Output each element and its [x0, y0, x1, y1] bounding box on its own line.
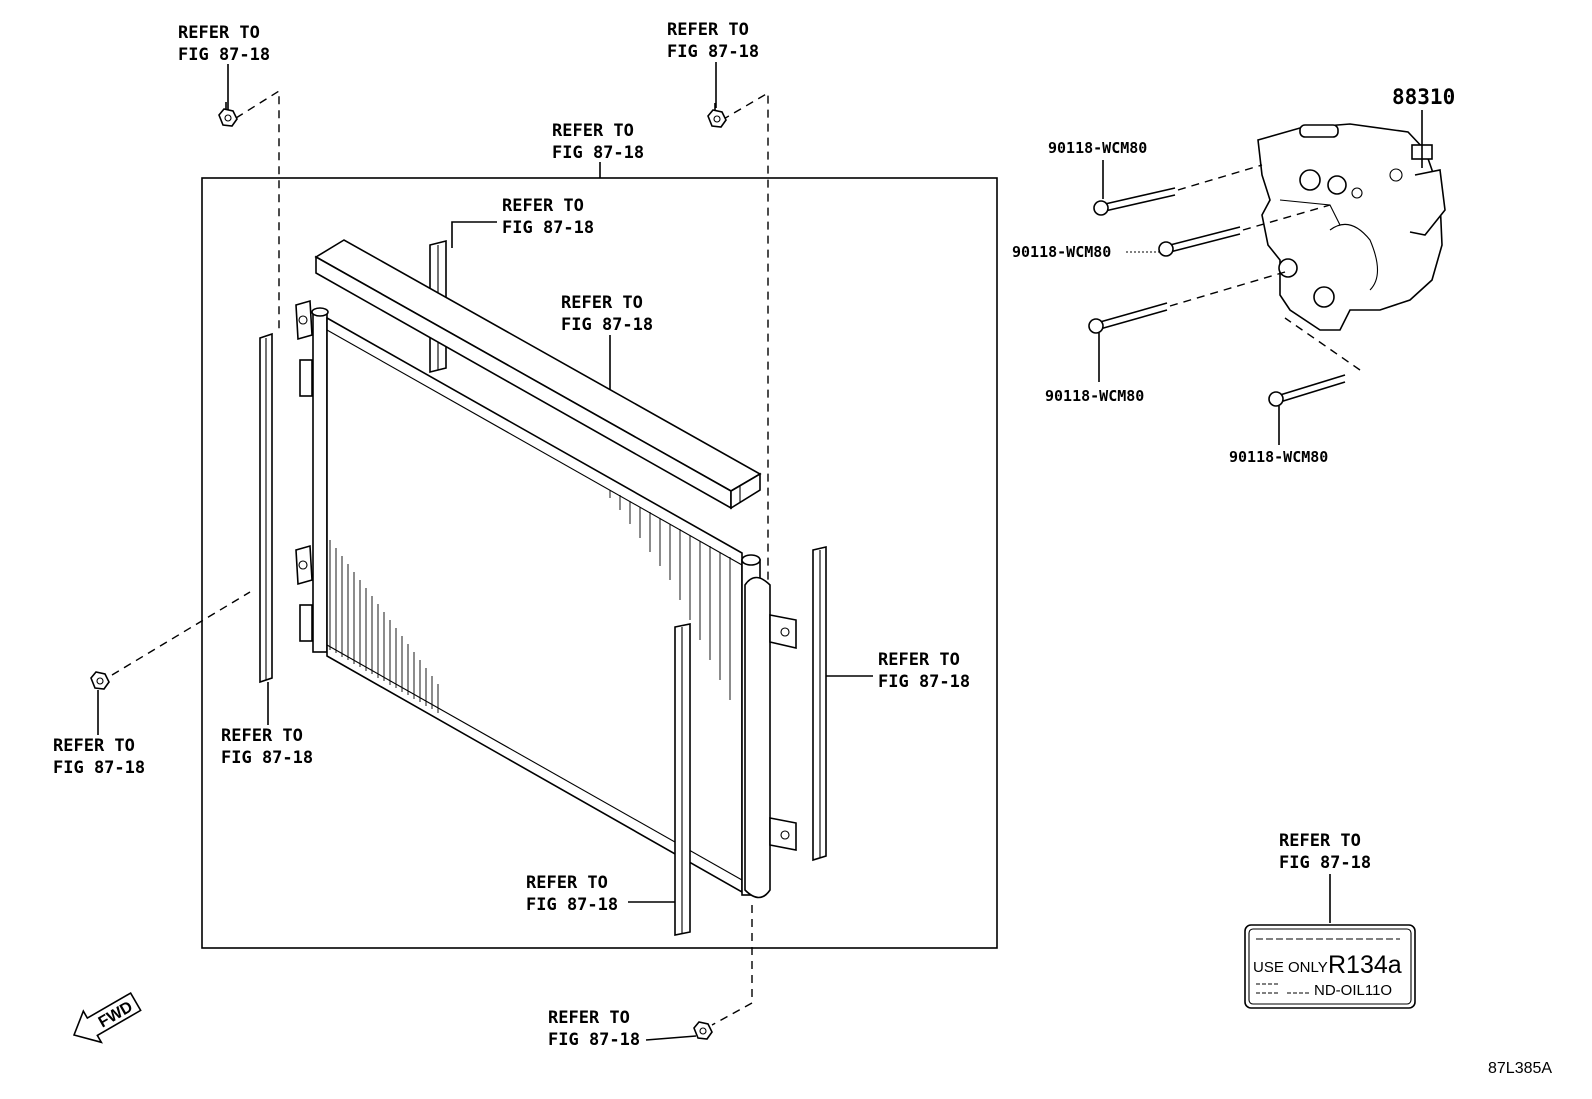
refrigerant-label-part[interactable]: USE ONLY R134a ND-OIL11O — [1244, 924, 1416, 1009]
callout-text-line1: REFER TO — [502, 196, 584, 216]
callout-text-line2: FIG 87-18 — [526, 895, 618, 915]
callout-upper-seal[interactable]: REFER TO FIG 87-18 — [451, 196, 594, 248]
callout-text-line2: FIG 87-18 — [53, 758, 145, 778]
callout-refrigerant-label[interactable]: REFER TO FIG 87-18 — [1279, 831, 1371, 923]
top-seal-bar-part[interactable] — [314, 239, 762, 510]
callout-text-line2: FIG 87-18 — [178, 45, 270, 65]
callout-text-line1: REFER TO — [178, 23, 260, 43]
bolt-2-part-number: 90118-WCM80 — [1012, 243, 1111, 261]
callout-text-line1: REFER TO — [878, 650, 960, 670]
fin-hatching — [329, 490, 731, 713]
callout-text-line1: REFER TO — [221, 726, 303, 746]
bolt-3-part-number: 90118-WCM80 — [1045, 387, 1144, 405]
callout-bolt-3[interactable]: 90118-WCM80 — [1045, 333, 1144, 405]
condenser-core-part[interactable] — [295, 299, 797, 899]
label-refrigerant: R134a — [1328, 951, 1402, 979]
bolt-compressor-4-icon[interactable] — [1268, 317, 1361, 407]
left-seal-part[interactable] — [259, 332, 273, 684]
callout-text-line1: REFER TO — [667, 20, 749, 40]
bolt-compressor-3-icon[interactable] — [1088, 271, 1286, 334]
callout-lower-center-seal[interactable]: REFER TO FIG 87-18 — [526, 873, 675, 915]
right-seal-part[interactable] — [812, 545, 827, 862]
callout-text-line1: REFER TO — [53, 736, 135, 756]
label-oil: ND-OIL11O — [1314, 982, 1392, 999]
bolt-4-part-number: 90118-WCM80 — [1229, 448, 1328, 466]
callout-text-line1: REFER TO — [1279, 831, 1361, 851]
lower-center-seal-part[interactable] — [674, 623, 691, 936]
illustration-id: 87L385A — [1488, 1060, 1552, 1077]
callout-text-line2: FIG 87-18 — [561, 315, 653, 335]
callout-bolt-2[interactable]: 90118-WCM80 — [1012, 243, 1159, 261]
callout-top-middle-bolt[interactable]: REFER TO FIG 87-18 — [667, 20, 759, 108]
bolt-bottom-icon[interactable] — [693, 1021, 713, 1040]
callout-bolt-1[interactable]: 90118-WCM80 — [1048, 139, 1147, 199]
condenser-assembly-frame — [201, 177, 998, 949]
callout-top-left-bolt[interactable]: REFER TO FIG 87-18 — [178, 23, 270, 110]
callout-text-line2: FIG 87-18 — [1279, 853, 1371, 873]
callout-text-line1: REFER TO — [561, 293, 643, 313]
compressor-part-number: 88310 — [1392, 85, 1455, 109]
callout-bolt-4[interactable]: 90118-WCM80 — [1229, 406, 1328, 466]
label-use-only: USE ONLY — [1253, 959, 1328, 976]
callout-condenser-assembly[interactable]: REFER TO FIG 87-18 — [552, 121, 644, 178]
callout-text-line2: FIG 87-18 — [878, 672, 970, 692]
fwd-arrow-icon: FWD — [72, 991, 142, 1044]
callout-top-seal-bar[interactable]: REFER TO FIG 87-18 — [561, 293, 653, 392]
callout-compressor[interactable]: 88310 — [1392, 85, 1455, 168]
bolt-lower-left-icon[interactable] — [90, 671, 110, 690]
callout-lower-left-bolt[interactable]: REFER TO FIG 87-18 — [53, 690, 145, 778]
bolt-top-middle-icon[interactable] — [707, 103, 727, 128]
callout-text-line2: FIG 87-18 — [667, 42, 759, 62]
bolt-top-left-icon[interactable] — [218, 102, 238, 127]
callout-text-line2: FIG 87-18 — [502, 218, 594, 238]
callout-right-seal[interactable]: REFER TO FIG 87-18 — [826, 650, 970, 692]
callout-text-line1: REFER TO — [548, 1008, 630, 1028]
callout-text-line2: FIG 87-18 — [552, 143, 644, 163]
callout-text-line2: FIG 87-18 — [548, 1030, 640, 1050]
callout-text-line1: REFER TO — [552, 121, 634, 141]
bolt-1-part-number: 90118-WCM80 — [1048, 139, 1147, 157]
callout-text-line1: REFER TO — [526, 873, 608, 893]
bolt-compressor-2-icon[interactable] — [1158, 204, 1331, 257]
callout-bottom-bolt[interactable]: REFER TO FIG 87-18 — [548, 1008, 697, 1050]
callout-left-seal[interactable]: REFER TO FIG 87-18 — [221, 682, 313, 768]
bolt-compressor-1-icon[interactable] — [1093, 164, 1263, 216]
callout-text-line2: FIG 87-18 — [221, 748, 313, 768]
compressor-part[interactable] — [1257, 123, 1446, 331]
